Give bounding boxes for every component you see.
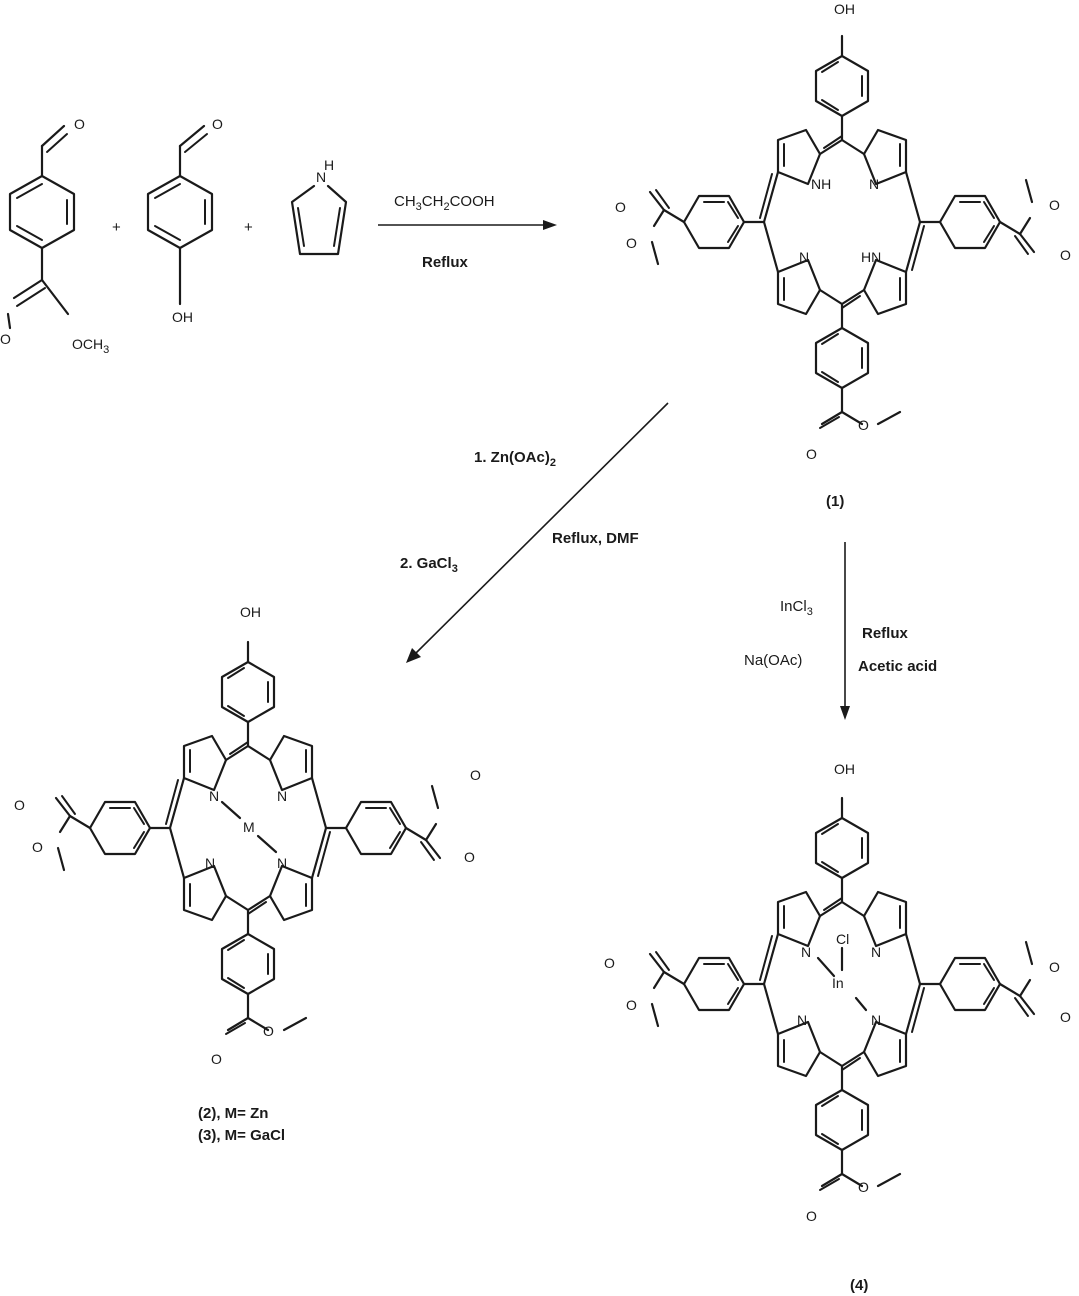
pyrrole-n: N xyxy=(871,1012,881,1028)
plus-sign: + xyxy=(244,219,253,236)
step1-solvent: CH3CH2COOH xyxy=(394,193,495,213)
atom-o: O xyxy=(14,797,25,813)
step3-arrow xyxy=(840,542,850,720)
atom-o: O xyxy=(1049,959,1060,975)
compound-4-indium-porphyrin: Cl In N N N N OH O O O O O O xyxy=(604,761,1071,1224)
reactant-methyl-4-formylbenzoate: O O OCH3 xyxy=(0,116,109,356)
atom-o: O xyxy=(858,417,869,433)
compound-3-label: (3), M= GaCl xyxy=(198,1127,285,1144)
pyrrole-nh: HN xyxy=(861,249,881,265)
pyrrole-n: N xyxy=(277,788,287,804)
atom-o: O xyxy=(626,235,637,251)
atom-o: O xyxy=(806,1208,817,1224)
compound-4-label: (4) xyxy=(850,1277,868,1294)
atom-o: O xyxy=(212,116,223,132)
step1-condition: Reflux xyxy=(422,254,469,271)
metal-center: M xyxy=(243,819,255,835)
compound-2-3-metalloporphyrin: M N N N N OH O O O O O O xyxy=(14,604,481,1067)
pyrrole-h: H xyxy=(324,157,334,173)
step1-arrow xyxy=(378,220,557,230)
step2-arrow xyxy=(406,402,669,663)
hydroxy-label: OH xyxy=(834,1,855,17)
compound-1-free-base-porphyrin: OH NH N N HN O O O O O O xyxy=(615,1,1071,462)
atom-o: O xyxy=(858,1179,869,1195)
compound-1-label: (1) xyxy=(826,493,844,510)
step3-reagent-2: Na(OAc) xyxy=(744,652,802,669)
reactant-pyrrole: N H xyxy=(290,157,348,256)
atom-o: O xyxy=(615,199,626,215)
atom-o: O xyxy=(0,331,11,347)
atom-o: O xyxy=(74,116,85,132)
step2-reagent-2: 2. GaCl3 xyxy=(400,555,458,575)
atom-o: O xyxy=(806,446,817,462)
pyrrole-nh: NH xyxy=(811,176,831,192)
atom-o: O xyxy=(470,767,481,783)
step2-reagent-1: 1. Zn(OAc)2 xyxy=(474,449,556,469)
reactant-4-hydroxybenzaldehyde: O OH xyxy=(146,116,223,325)
metal-center: In xyxy=(832,975,844,991)
pyrrole-n: N xyxy=(801,944,811,960)
pyrrole-n: N xyxy=(871,944,881,960)
step2-condition: Reflux, DMF xyxy=(552,530,639,547)
hydroxy-label: OH xyxy=(834,761,855,777)
atom-o: O xyxy=(1060,1009,1071,1025)
hydroxy-label: OH xyxy=(240,604,261,620)
pyrrole-n: N xyxy=(209,788,219,804)
step3-condition-1: Reflux xyxy=(862,625,909,642)
atom-o: O xyxy=(263,1023,274,1039)
atom-o: O xyxy=(1060,247,1071,263)
pyrrole-n: N xyxy=(799,249,809,265)
pyrrole-n: N xyxy=(869,176,879,192)
atom-o: O xyxy=(1049,197,1060,213)
pyrrole-n: N xyxy=(316,169,326,185)
axial-ligand: Cl xyxy=(836,931,849,947)
step3-reagent-1: InCl3 xyxy=(780,598,813,618)
atom-o: O xyxy=(464,849,475,865)
pyrrole-n: N xyxy=(797,1012,807,1028)
atom-o: O xyxy=(32,839,43,855)
atom-o: O xyxy=(211,1051,222,1067)
pyrrole-n: N xyxy=(205,855,215,871)
hydroxy-label: OH xyxy=(172,309,193,325)
atom-o: O xyxy=(626,997,637,1013)
atom-o: O xyxy=(604,955,615,971)
pyrrole-n: N xyxy=(277,855,287,871)
plus-sign: + xyxy=(112,219,121,236)
compound-2-label: (2), M= Zn xyxy=(198,1105,268,1122)
step3-condition-2: Acetic acid xyxy=(858,658,937,675)
ester-ome-label: OCH3 xyxy=(72,336,109,356)
